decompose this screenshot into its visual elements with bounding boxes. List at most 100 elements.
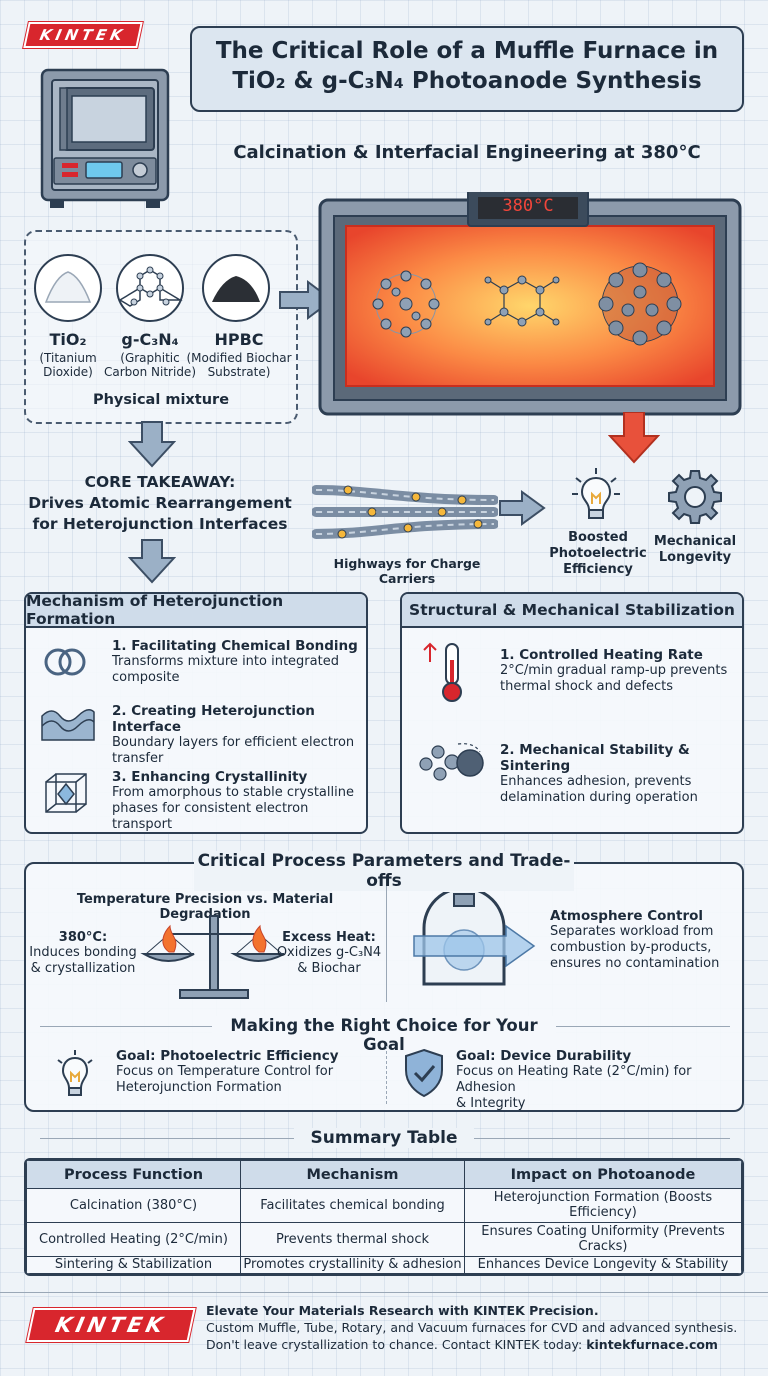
highways-caption: Highways for Charge Carriers [333,556,481,586]
stabilization-item-title: 2. Mechanical Stability & Sintering [500,742,690,774]
takeaway-line3: for Heterojunction Interfaces [32,515,288,533]
title-panel: The Critical Role of a Muffle Furnace in… [190,26,744,112]
main-title-line2: TiO₂ & g-C₃N₄ Photoanode Synthesis [232,68,702,94]
table-cell: Controlled Heating (2°C/min) [26,1221,241,1257]
lightbulb-icon [57,1050,93,1096]
table-row: Sintering & Stabilization Promotes cryst… [26,1255,742,1274]
tradeoff-right-label: Excess Heat: [282,930,376,945]
tradeoff-right-text: & Biochar [297,961,361,976]
material-hpbc: HPBC (Modified Biochar Substrate) [184,330,294,379]
stabilization-item-text: delamination during operation [500,790,698,805]
table-cell: Enhances Device Longevity & Stability [464,1255,742,1274]
outcome-efficiency-line: Boosted [568,530,628,545]
outcome-longevity-line: Mechanical [653,534,737,549]
summary-table: Process Function Mechanism Impact on Pho… [24,1158,744,1276]
material-name: g-C₃N₄ [121,330,179,349]
mechanism-item-text: From amorphous to stable crystalline [112,785,354,800]
material-desc: Carbon Nitride) [103,365,196,379]
stabilization-panel: Structural & Mechanical Stabilization [400,592,744,834]
mechanism-item-title: 3. Enhancing Crystallinity [112,769,308,785]
interface-wave-icon [41,709,95,741]
table-cell: Facilitates chemical bonding [240,1188,465,1223]
goal-divider [386,1046,387,1104]
takeaway-line1: CORE TAKEAWAY: [84,473,236,491]
outcome-longevity-line: Longevity [658,550,732,565]
atmosphere-text: combustion by-products, [550,940,712,955]
material-desc: (Titanium [39,351,97,365]
parameters-divider [386,886,387,1002]
stabilization-item-1: 1. Controlled Heating Rate 2°C/min gradu… [500,647,740,695]
sintering-particles-icon [419,743,484,781]
core-takeaway: CORE TAKEAWAY: Drives Atomic Rearrangeme… [20,472,300,535]
table-cell: Heterojunction Formation (Boosts Efficie… [464,1188,742,1223]
mechanism-item-1: 1. Facilitating Chemical Bonding Transfo… [112,638,362,686]
material-desc: (Graphitic [120,351,180,365]
table-cell: Prevents thermal shock [240,1221,465,1257]
atmosphere-text: Separates workload from [550,924,714,939]
footer-headline: Elevate Your Materials Research with KIN… [206,1303,599,1318]
goal-title: Goal: Photoelectric Efficiency [116,1048,339,1064]
mechanism-item-text: composite [112,670,180,685]
table-row: Calcination (380°C) Facilitates chemical… [26,1188,742,1223]
goal-text: Heterojunction Formation [116,1080,282,1095]
footer-line: Don't leave crystallization to chance. C… [206,1336,754,1353]
atmosphere-text: ensures no contamination [550,956,720,971]
atmosphere-control: Atmosphere Control Separates workload fr… [550,908,740,972]
stabilization-item-2: 2. Mechanical Stability & Sintering Enha… [500,742,740,806]
furnace-chamber-illustration [318,192,742,416]
choice-title: Making the Right Choice for Your Goal [212,1016,556,1054]
table-header: Process Function [26,1160,241,1189]
tradeoff-left: 380°C: Induces bonding & crystallization [28,930,138,977]
goal-efficiency: Goal: Photoelectric Efficiency Focus on … [116,1048,386,1096]
table-header: Mechanism [240,1160,465,1189]
footer-cta: Don't leave crystallization to chance. C… [206,1337,587,1352]
goal-durability: Goal: Device Durability Focus on Heating… [456,1048,740,1112]
goal-text: Focus on Heating Rate (2°C/min) for Adhe… [456,1064,692,1095]
tradeoff-right: Excess Heat: Oxidizes g-C₃N4 & Biochar [276,930,382,977]
gcn-molecule-icon [116,254,184,322]
arrow-down-red-icon [608,412,660,464]
atmosphere-chamber-icon [413,892,536,986]
arrow-right-icon [499,490,546,526]
material-desc: Substrate) [207,365,271,379]
thermometer-icon [423,642,462,702]
chain-link-icon [44,648,86,676]
mechanism-item-2: 2. Creating Heterojunction Interface Bou… [112,703,362,767]
choice-title-text: Making the Right Choice for Your Goal [230,1016,538,1054]
summary-table-grid: Process Function Mechanism Impact on Pho… [26,1160,742,1274]
tio2-powder-icon [34,254,102,322]
tradeoff-left-text: & crystallization [30,961,136,976]
mechanism-item-text: phases for consistent electron transport [112,801,309,832]
mechanism-item-text: Boundary layers for efficient electron [112,735,355,750]
stabilization-item-text: thermal shock and defects [500,679,674,694]
footer-website-link[interactable]: kintekfurnace.com [586,1337,718,1352]
goal-text: Focus on Temperature Control for [116,1064,334,1079]
table-cell: Sintering & Stabilization [26,1255,241,1274]
goal-text: & Integrity [456,1096,526,1111]
table-cell: Ensures Coating Uniformity (Prevents Cra… [464,1221,742,1257]
table-cell: Promotes crystallinity & adhesion [240,1255,465,1274]
goal-title: Goal: Device Durability [456,1048,632,1064]
parameters-title: Critical Process Parameters and Trade-of… [194,851,574,891]
hpbc-biochar-icon [202,254,270,322]
tradeoff-left-text: Induces bonding [29,945,137,960]
furnace-temp-display: 380°C [502,196,554,216]
crystal-lattice-icon [45,773,87,813]
material-tio2: TiO₂ (Titanium Dioxide) [24,330,112,379]
balance-scale-icon [140,915,285,999]
mechanism-title: Mechanism of Heterojunction Formation [26,592,284,628]
parameters-panel [24,862,744,1112]
stabilization-item-title: 1. Controlled Heating Rate [500,647,703,663]
shield-check-icon [405,1048,443,1098]
summary-title-text: Summary Table [310,1128,458,1148]
outcome-efficiency-line: Photoelectric [549,546,647,561]
footer-text: Elevate Your Materials Research with KIN… [206,1302,754,1353]
gear-icon [668,470,722,524]
stabilization-item-text: 2°C/min gradual ramp-up prevents [500,663,728,678]
brand-logo-top: KINTEK [23,22,143,48]
mechanism-item-title: 2. Creating Heterojunction Interface [112,703,315,735]
summary-title: Summary Table [294,1128,474,1148]
main-title-line1: The Critical Role of a Muffle Furnace in [215,38,719,64]
brand-logo-text: KINTEK [38,26,128,44]
mechanism-header: Mechanism of Heterojunction Formation [26,592,366,628]
